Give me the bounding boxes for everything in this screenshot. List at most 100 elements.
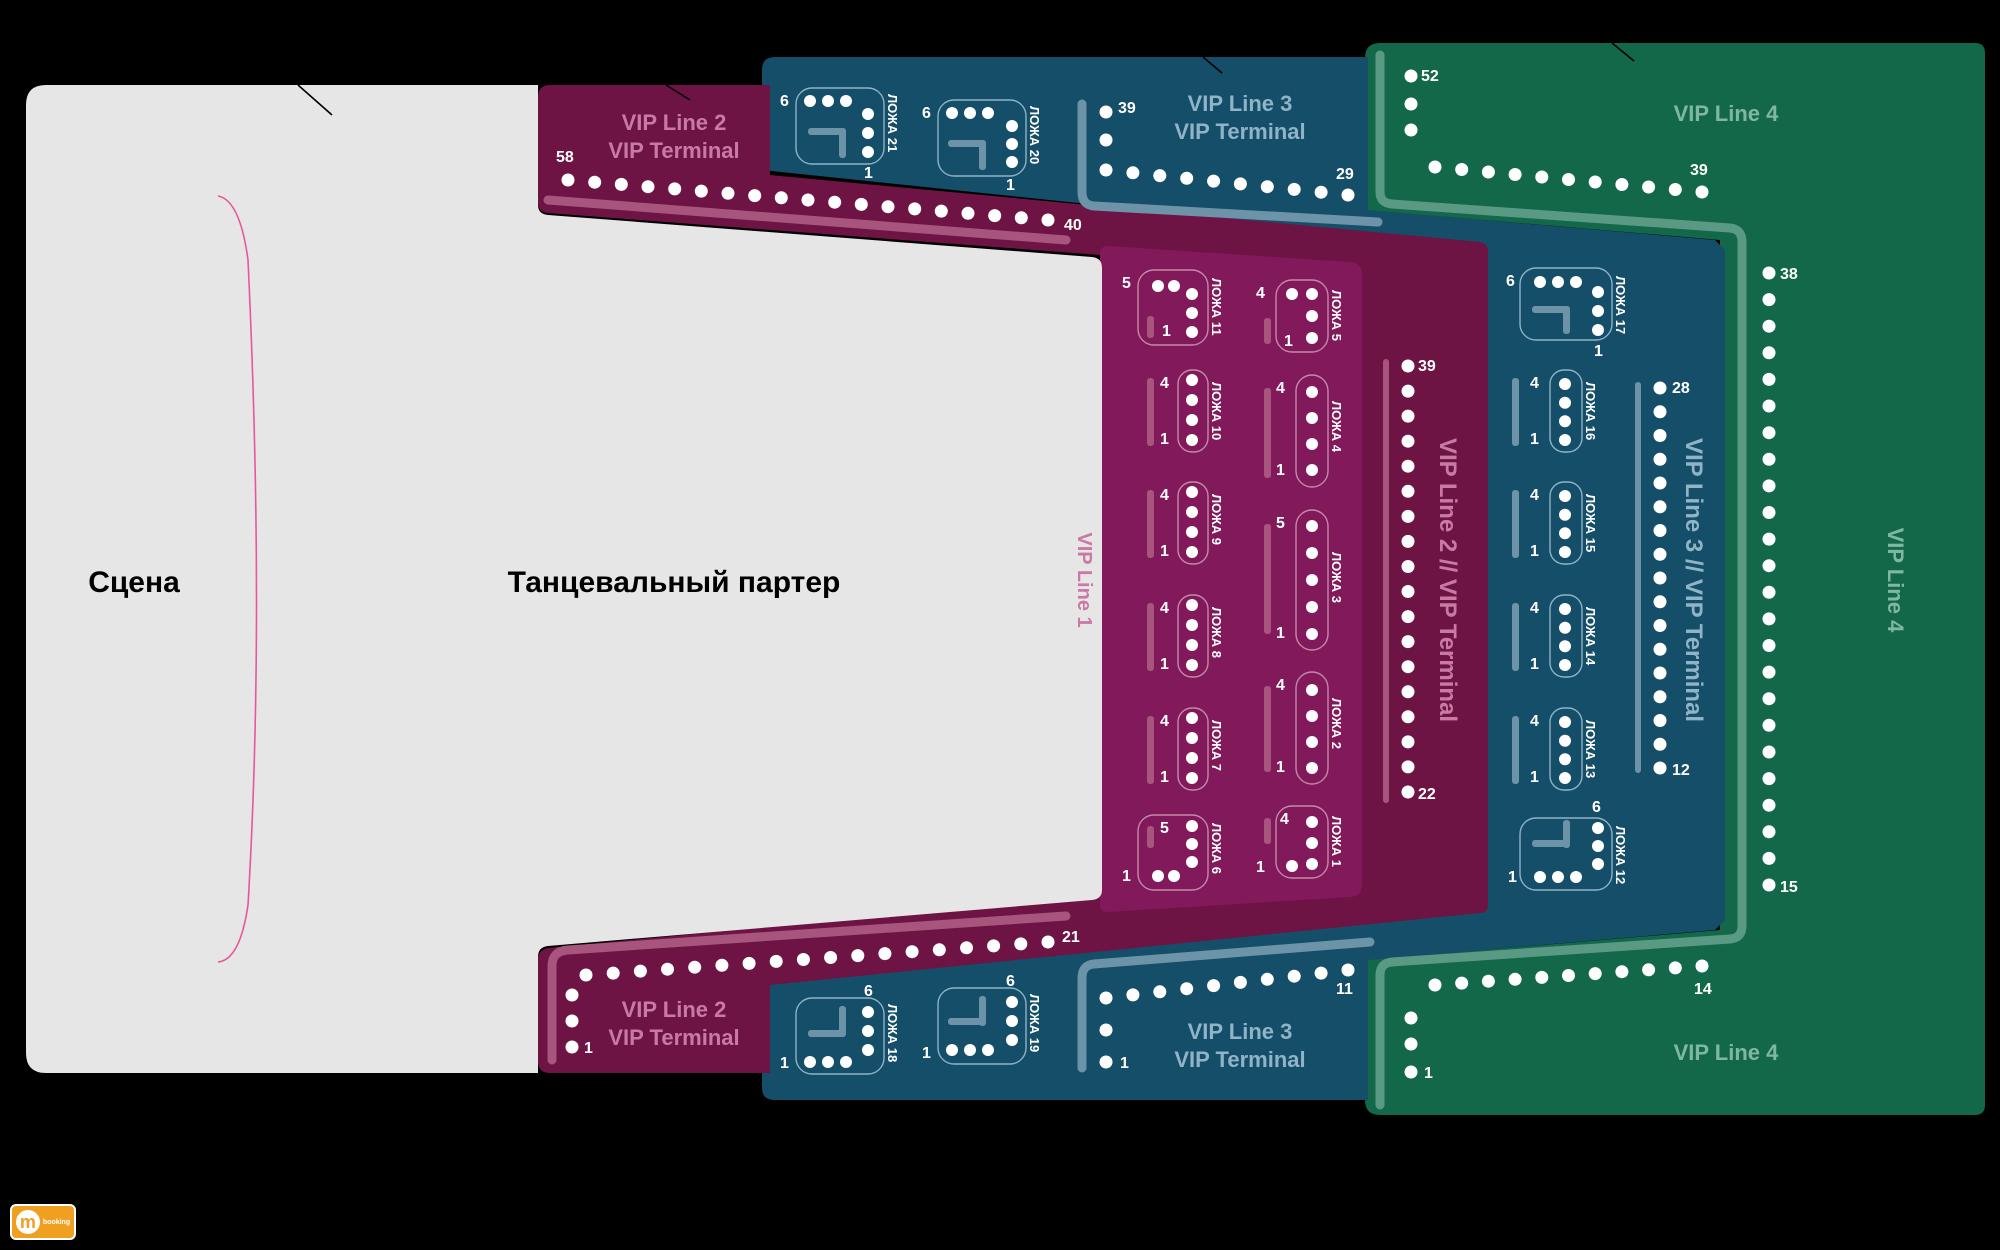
seat[interactable]	[1186, 752, 1198, 764]
seat[interactable]	[1401, 710, 1415, 724]
seat[interactable]	[1306, 858, 1318, 870]
seat[interactable]	[565, 988, 579, 1002]
box-7[interactable]: 4 1 ЛОЖА 7	[1160, 707, 1224, 791]
seat[interactable]	[1762, 745, 1776, 759]
seat[interactable]	[1186, 288, 1198, 300]
box-4[interactable]: 4 1 ЛОЖА 4	[1276, 374, 1344, 488]
seat[interactable]	[1762, 319, 1776, 333]
seat[interactable]	[1306, 438, 1318, 450]
seat[interactable]	[1615, 178, 1629, 191]
seat[interactable]	[1508, 168, 1522, 181]
box-5[interactable]: 4 1 ЛОЖА 5	[1256, 279, 1344, 353]
seat[interactable]	[1306, 684, 1318, 696]
box-1[interactable]: 4 1 ЛОЖА 1	[1256, 805, 1344, 879]
seat[interactable]	[1762, 506, 1776, 519]
seat[interactable]	[1186, 838, 1198, 850]
seat[interactable]	[1401, 534, 1415, 548]
seat[interactable]	[1653, 429, 1667, 442]
seat[interactable]	[964, 1044, 976, 1056]
seat[interactable]	[1762, 426, 1776, 440]
box-3[interactable]: 5 1 ЛОЖА 3	[1276, 509, 1344, 651]
seat[interactable]	[1401, 509, 1415, 523]
seat[interactable]	[1653, 642, 1667, 656]
seat[interactable]	[1552, 276, 1564, 288]
seat[interactable]	[1306, 762, 1318, 774]
seat[interactable]	[1168, 280, 1180, 292]
seat[interactable]	[1401, 560, 1415, 573]
seat[interactable]	[1306, 332, 1318, 344]
seat[interactable]	[1401, 685, 1415, 699]
seat[interactable]	[1653, 737, 1667, 751]
seat[interactable]	[1306, 601, 1318, 613]
seat[interactable]	[1762, 372, 1776, 386]
seat[interactable]	[1186, 326, 1198, 338]
seat[interactable]	[1186, 659, 1198, 671]
seat[interactable]	[862, 146, 874, 158]
box-15[interactable]: 4 1 ЛОЖА 15	[1530, 481, 1598, 565]
seat[interactable]	[1653, 595, 1667, 609]
seat[interactable]	[908, 202, 922, 216]
seat[interactable]	[721, 186, 735, 200]
seat[interactable]	[1588, 175, 1602, 189]
seat[interactable]	[1306, 547, 1318, 559]
seat[interactable]	[1006, 996, 1018, 1008]
seat[interactable]	[1762, 878, 1776, 892]
seat[interactable]	[1695, 959, 1709, 973]
seat[interactable]	[1559, 716, 1571, 728]
seat[interactable]	[905, 945, 919, 959]
seat[interactable]	[1041, 213, 1055, 227]
seat[interactable]	[1592, 822, 1604, 834]
seat[interactable]	[1186, 820, 1198, 832]
seat[interactable]	[1762, 718, 1776, 732]
seat[interactable]	[1404, 1037, 1418, 1051]
seat[interactable]	[982, 1044, 994, 1056]
seat[interactable]	[1006, 1034, 1018, 1046]
seat[interactable]	[1152, 280, 1164, 292]
seat[interactable]	[1401, 760, 1415, 774]
seat[interactable]	[579, 968, 593, 982]
seat[interactable]	[878, 947, 892, 961]
seat[interactable]	[1534, 871, 1546, 883]
seat[interactable]	[1186, 619, 1198, 631]
box-12[interactable]: 6 1 ЛОЖА 12	[1508, 799, 1628, 891]
seat[interactable]	[1762, 479, 1776, 493]
seat[interactable]	[1401, 735, 1415, 749]
seat[interactable]	[1306, 386, 1318, 398]
seat[interactable]	[1653, 452, 1667, 466]
seat[interactable]	[1306, 837, 1318, 849]
seat[interactable]	[1314, 966, 1328, 980]
seat[interactable]	[982, 107, 994, 119]
seat[interactable]	[1642, 180, 1656, 194]
seat[interactable]	[1260, 180, 1274, 194]
seat[interactable]	[1186, 546, 1198, 558]
seat[interactable]	[796, 953, 810, 966]
seat[interactable]	[851, 949, 865, 963]
seat[interactable]	[1481, 974, 1495, 988]
seat[interactable]	[1260, 972, 1274, 986]
seat[interactable]	[1559, 772, 1571, 784]
seat[interactable]	[1401, 610, 1415, 624]
box-21[interactable]: 6 1 ЛОЖА 21	[780, 87, 900, 182]
seat[interactable]	[960, 941, 973, 955]
seat[interactable]	[1306, 520, 1318, 532]
seat[interactable]	[1006, 138, 1018, 150]
seat[interactable]	[1186, 307, 1198, 319]
seat[interactable]	[1014, 937, 1028, 951]
box-16[interactable]: 4 1 ЛОЖА 16	[1530, 369, 1598, 453]
seat[interactable]	[1306, 710, 1318, 722]
seat[interactable]	[1041, 935, 1055, 949]
seat[interactable]	[1180, 171, 1194, 185]
seat[interactable]	[1428, 160, 1442, 174]
seat[interactable]	[1615, 965, 1629, 979]
vip4-zone[interactable]	[1365, 43, 1985, 1115]
seat[interactable]	[1404, 1011, 1418, 1025]
seat[interactable]	[1653, 619, 1667, 632]
box-14[interactable]: 4 1 ЛОЖА 14	[1530, 594, 1598, 678]
seat[interactable]	[1559, 396, 1571, 409]
seat[interactable]	[804, 1056, 816, 1068]
box-19[interactable]: 6 1 ЛОЖА 19	[922, 973, 1042, 1065]
seat[interactable]	[561, 173, 575, 187]
seat[interactable]	[1559, 508, 1571, 521]
seat[interactable]	[862, 1025, 874, 1037]
seat[interactable]	[840, 1056, 852, 1068]
